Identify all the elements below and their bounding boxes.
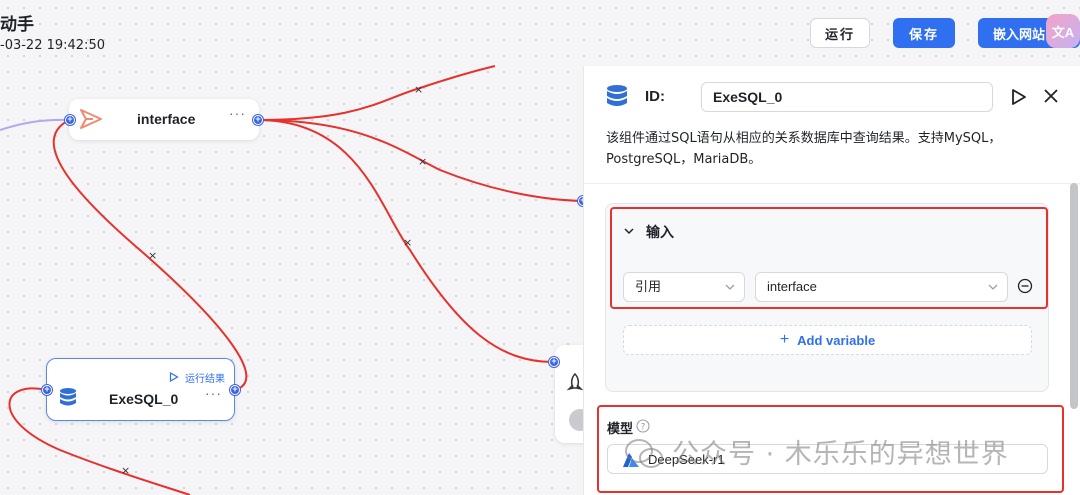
select-value: 引用 [635, 279, 662, 294]
component-description: 该组件通过SQL语句从相应的关系数据库中查询结果。支持MySQL，Postgre… [606, 131, 1002, 167]
input-port[interactable]: + [65, 115, 75, 125]
edge-marker[interactable]: × [121, 464, 130, 477]
id-label: ID: [645, 88, 665, 105]
chevron-down-icon[interactable] [624, 226, 634, 236]
node-id-input[interactable]: ExeSQL_0 [701, 82, 993, 112]
model-label: 模型 [607, 422, 634, 437]
database-icon [607, 85, 627, 106]
select-value: interface [767, 279, 817, 294]
edge-marker[interactable]: × [148, 249, 157, 262]
node-interface[interactable]: interface ··· [69, 99, 259, 140]
node-label: interface [137, 111, 196, 127]
save-button[interactable]: 保存 [893, 18, 955, 48]
add-variable-label: Add variable [797, 332, 876, 348]
more-options-icon[interactable]: ··· [229, 105, 246, 121]
translate-icon[interactable]: 文A [1046, 14, 1080, 48]
add-variable-button[interactable]: + Add variable [623, 325, 1032, 355]
edge-interface-top[interactable] [257, 65, 496, 121]
highlight-box-model [597, 405, 1064, 493]
chevron-down-icon [988, 284, 998, 290]
edge-incoming-interface [0, 118, 70, 131]
node-label: ExeSQL_0 [109, 391, 179, 407]
run-result-link[interactable]: 运行结果 [185, 374, 225, 385]
reference-variable-select[interactable]: interface [755, 272, 1008, 302]
panel-scrollbar[interactable] [1070, 183, 1078, 409]
input-port[interactable]: + [42, 385, 52, 395]
output-port[interactable]: + [253, 115, 263, 125]
play-icon[interactable] [1011, 88, 1027, 106]
edge-marker[interactable]: × [418, 155, 427, 168]
close-icon[interactable] [1043, 88, 1059, 104]
play-icon[interactable] [169, 372, 179, 382]
inputs-header[interactable]: 输入 [646, 225, 674, 241]
input-port[interactable]: + [549, 357, 559, 367]
remove-circle-icon[interactable] [1017, 278, 1033, 294]
database-icon [60, 388, 76, 406]
rocket-icon [566, 373, 584, 391]
send-icon [80, 109, 102, 129]
page-title: 动手 [0, 15, 34, 35]
model-value: DeepSeek-r1 [648, 452, 725, 467]
edge-interface-exesql[interactable] [52, 119, 248, 391]
edge-interface-panel[interactable] [257, 119, 584, 202]
edge-interface-node3[interactable] [257, 119, 554, 363]
wechat-icon [625, 439, 663, 468]
node-exesql[interactable]: 运行结果 ExeSQL_0 ··· [46, 358, 235, 421]
run-button[interactable]: 运行 [810, 18, 870, 48]
help-icon[interactable]: ? [636, 419, 650, 433]
highlight-box-inputs [610, 207, 1048, 309]
watermark-text: 公众号 · 木乐乐的异想世界 [672, 439, 1009, 470]
output-port[interactable]: + [230, 385, 240, 395]
panel-header: ID: ExeSQL_0 该组件通过SQL语句从相应的关系数据库中查询结果。支持… [584, 66, 1080, 184]
edge-exesql-bottom[interactable] [8, 387, 191, 495]
more-options-icon[interactable]: ··· [205, 385, 222, 401]
edge-marker[interactable]: × [414, 83, 423, 96]
save-timestamp: -03-22 19:42:50 [0, 38, 105, 53]
plus-icon: + [779, 331, 790, 348]
svg-text:?: ? [641, 423, 646, 433]
chevron-down-icon [725, 284, 735, 290]
model-select[interactable]: DeepSeek-r1 [607, 444, 1048, 474]
edge-marker[interactable]: × [403, 236, 412, 249]
reference-type-select[interactable]: 引用 [623, 272, 745, 302]
